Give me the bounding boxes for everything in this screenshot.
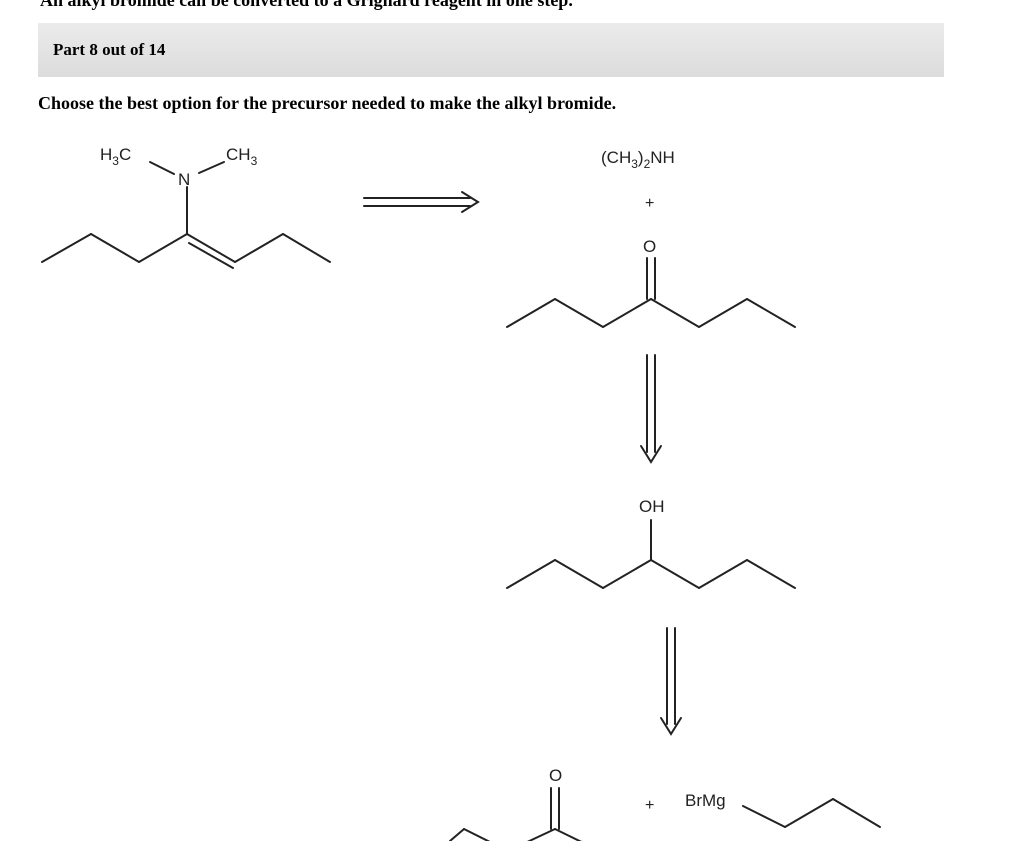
plus-sign: + [645,797,654,814]
part-label: Part 8 out of 14 [53,40,166,59]
question-prompt: Choose the best option for the precursor… [38,93,617,113]
enamine-structure [41,161,331,269]
alcohol-oh-label: OH [639,497,665,516]
enamine-nitrogen-label: N [178,170,190,189]
alcohol-structure [506,519,796,589]
ketone-oxygen-label: O [643,237,656,256]
retro-arrow-down-icon [640,354,662,464]
dimethylamine-label: (CH3)2NH [601,148,675,171]
ketone-structure [506,257,796,328]
part-header-bar: Part 8 out of 14 [38,23,944,77]
retro-arrow-right-icon [363,191,480,213]
enamine-right-methyl-label: CH3 [226,145,258,168]
grignard-chain [742,798,881,828]
aldehyde-structure [449,787,582,841]
enamine-left-methyl-label: H3C [100,145,131,168]
retro-arrow-down-icon [660,627,682,736]
grignard-label: BrMg [685,791,726,810]
plus-sign: + [645,195,654,212]
previous-question-text: An alkyl bromide can be converted to a G… [40,0,573,10]
aldehyde-oxygen-label: O [549,766,562,785]
